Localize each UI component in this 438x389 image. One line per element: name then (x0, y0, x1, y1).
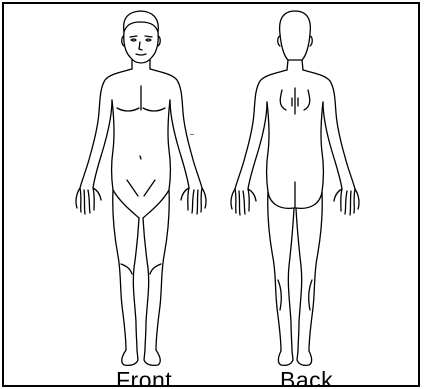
front-label: Front (116, 368, 172, 387)
front-body-figure (66, 4, 216, 369)
back-label: Back (280, 368, 333, 387)
body-diagram-frame: Front Back (2, 2, 420, 387)
back-body-figure (220, 4, 370, 369)
scan-artifact (190, 134, 194, 135)
